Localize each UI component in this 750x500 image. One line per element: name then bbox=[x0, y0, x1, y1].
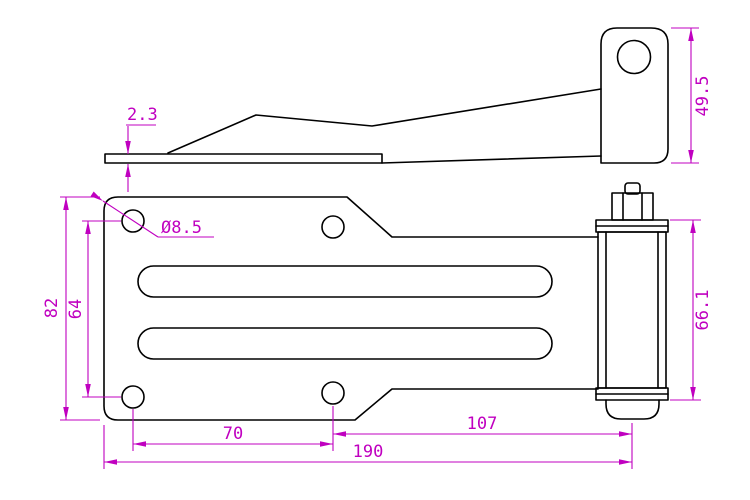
dimension-bracket-height: 49.5 bbox=[671, 27, 713, 164]
dimension-hole-to-pin: 107 bbox=[333, 414, 633, 469]
pin-barrel-body bbox=[597, 231, 667, 389]
dim-107-label: 107 bbox=[467, 414, 498, 434]
pin-bolt-tip bbox=[624, 182, 641, 195]
side-pivot-hole bbox=[616, 39, 652, 75]
dimension-plate-height: 82 bbox=[42, 196, 100, 421]
dim-82-label: 82 bbox=[42, 298, 62, 318]
side-profile-view bbox=[104, 27, 669, 164]
dim-2-3-label: 2.3 bbox=[127, 105, 158, 125]
dimension-plate-thickness: 2.3 bbox=[125, 105, 158, 192]
plan-view bbox=[103, 182, 669, 421]
plan-hole-bottom-mid bbox=[321, 381, 345, 405]
dim-dia-label: Ø8.5 bbox=[161, 218, 202, 238]
plan-hole-bottom-left bbox=[121, 385, 145, 409]
dim-64-label: 64 bbox=[66, 299, 86, 319]
pin-bottom-cap bbox=[605, 399, 660, 420]
dimension-barrel-height: 66.1 bbox=[670, 219, 713, 401]
plan-hole-top-right bbox=[321, 215, 345, 239]
side-arm-bottom-edge bbox=[381, 155, 602, 164]
dim-49-5-label: 49.5 bbox=[693, 76, 713, 117]
plan-hole-top-left bbox=[121, 209, 145, 233]
pin-nut bbox=[611, 192, 654, 221]
dim-190-label: 190 bbox=[353, 442, 384, 462]
plan-plate-outline bbox=[103, 196, 599, 421]
plan-upper-slot bbox=[137, 265, 553, 298]
hinge-pin-assembly bbox=[595, 182, 669, 420]
side-end-bracket bbox=[600, 27, 669, 164]
side-arm-top-edge bbox=[167, 88, 602, 154]
dim-dia-leader bbox=[90, 191, 159, 238]
dim-66-1-label: 66.1 bbox=[693, 290, 713, 331]
dimension-hole-spacing-vertical: 64 bbox=[66, 220, 121, 398]
dimension-hole-diameter: Ø8.5 bbox=[90, 191, 214, 238]
dimension-hole-spacing-horizontal: 70 bbox=[132, 406, 334, 451]
plan-lower-slot bbox=[137, 327, 553, 360]
side-base-plate bbox=[104, 153, 383, 164]
dimension-overall-length: 190 bbox=[103, 425, 632, 469]
dim-70-label: 70 bbox=[223, 424, 243, 444]
